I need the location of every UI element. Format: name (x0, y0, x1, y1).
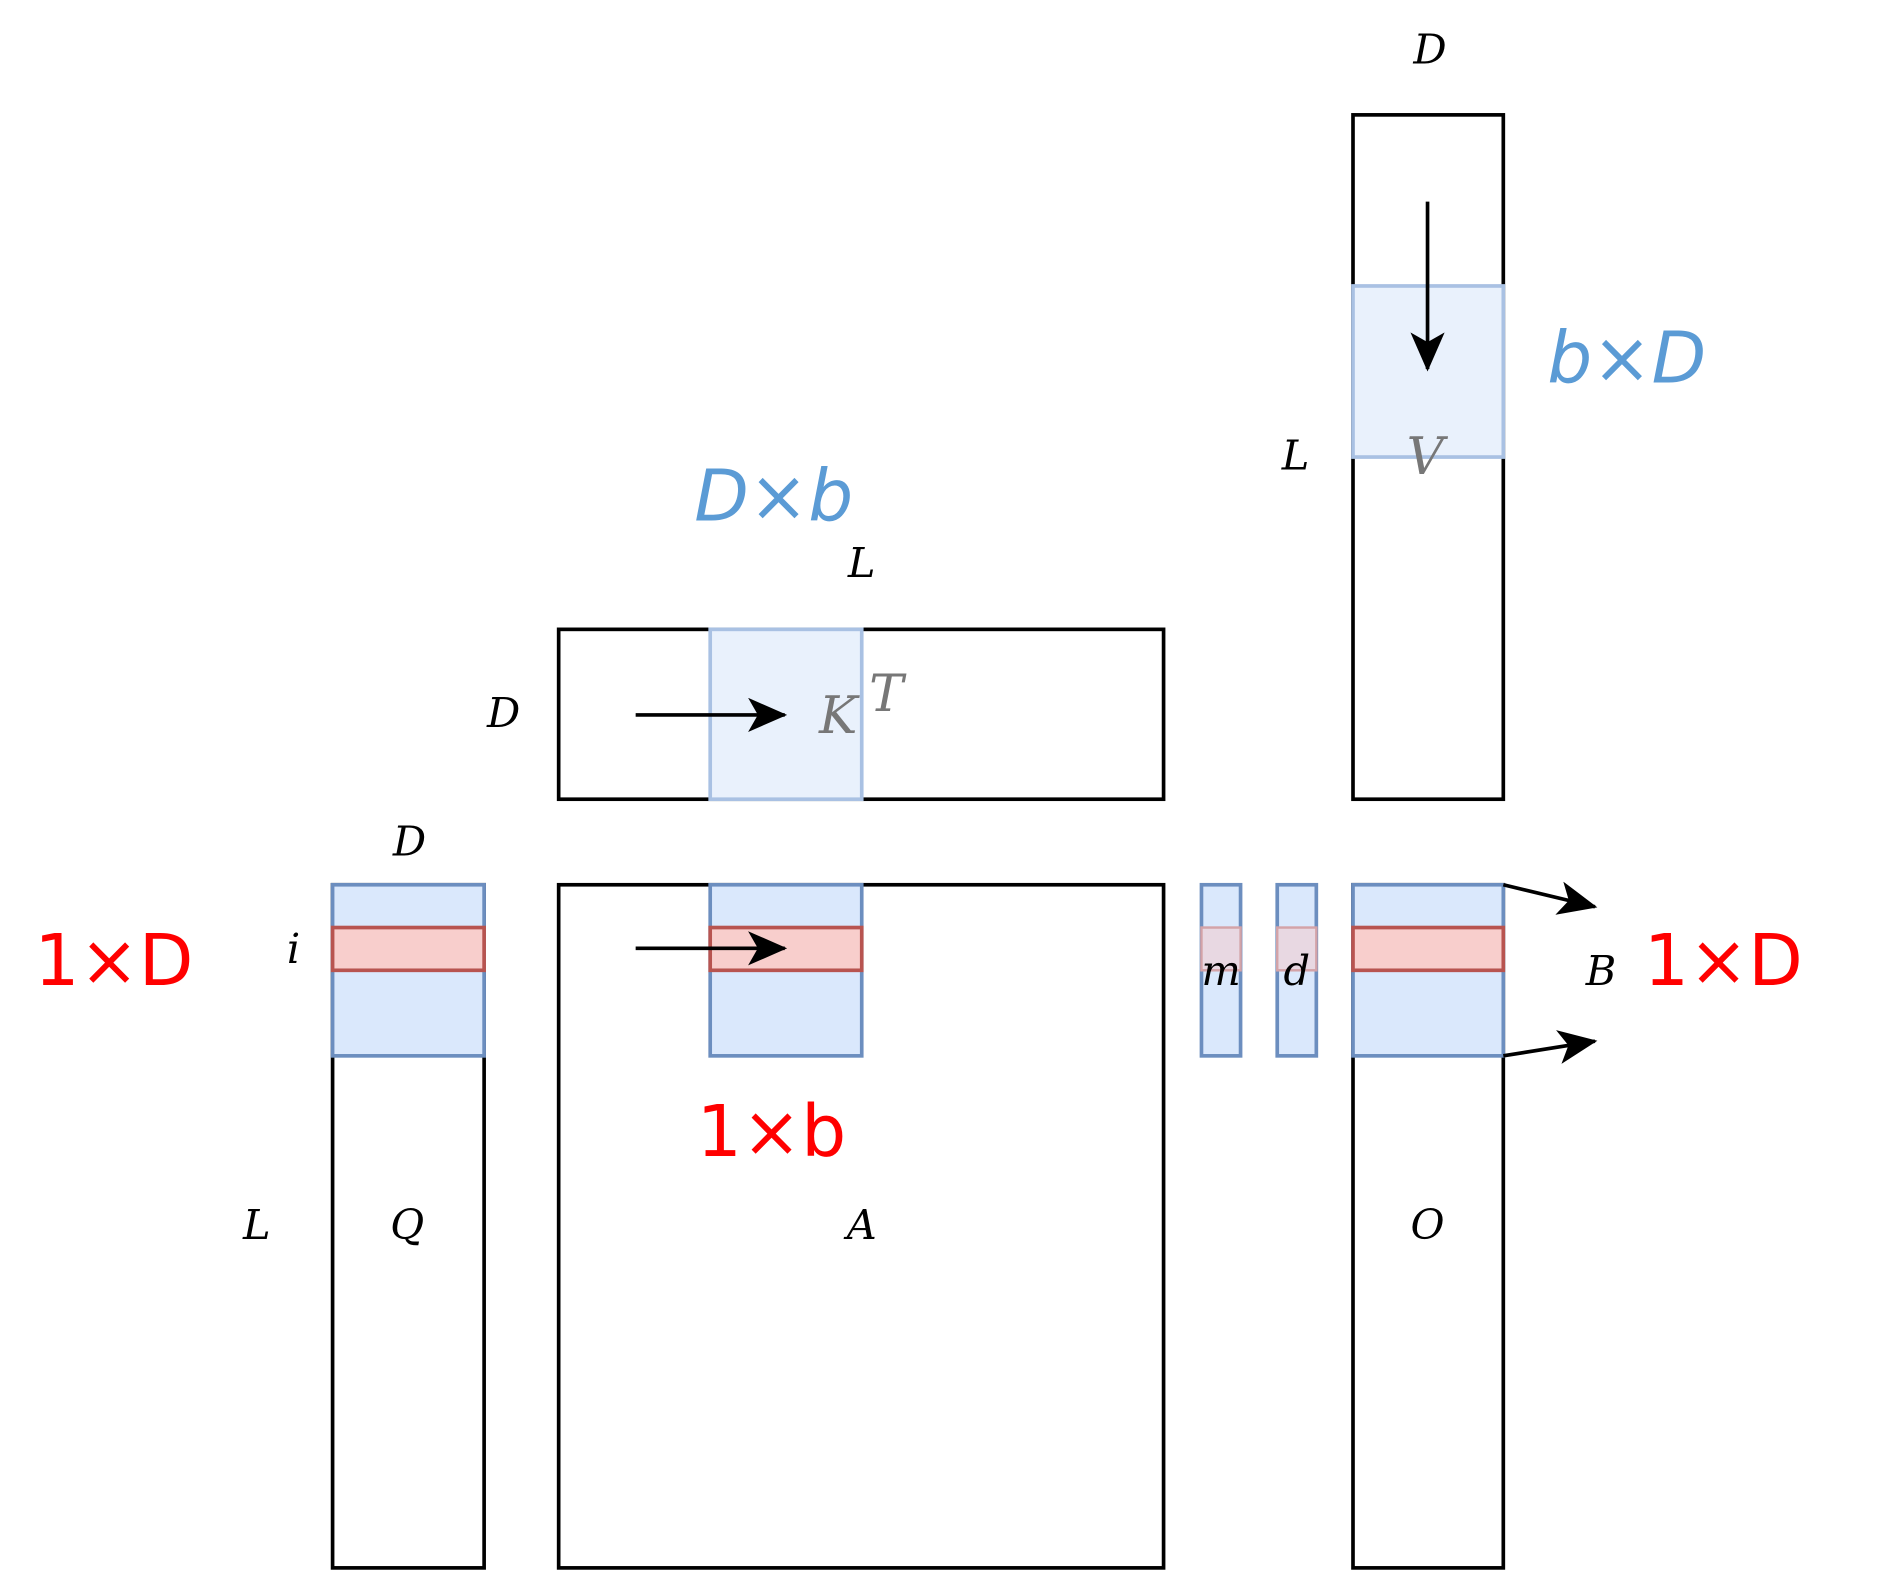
a-block-label: 1×b (697, 1090, 846, 1173)
vector-m: m (1199, 882, 1243, 1058)
o-row (1351, 925, 1506, 973)
q-row-label: i (287, 924, 300, 973)
kt-name: K (818, 686, 860, 746)
a-name: A (843, 1200, 877, 1249)
o-name: O (1411, 1200, 1445, 1249)
o-side-label: B (1585, 946, 1617, 995)
matrix-q: D i L Q 1×D (34, 816, 486, 1570)
kt-side-label: D (486, 688, 520, 737)
v-block-label: b×D (1547, 317, 1706, 400)
kt-top-label: L (847, 538, 876, 587)
v-top-label: D (1412, 25, 1446, 74)
q-block-label: 1×D (34, 919, 193, 1002)
m-name: m (1201, 946, 1240, 995)
q-name: Q (390, 1200, 424, 1249)
v-name: V (1407, 427, 1449, 487)
kt-block-label: D×b (694, 455, 853, 538)
d-name: d (1283, 946, 1310, 995)
vector-d: d (1275, 882, 1319, 1058)
q-row (330, 925, 486, 973)
q-top-label: D (392, 816, 426, 865)
o-arrow-top (1502, 881, 1598, 915)
o-block-label: 1×D (1644, 919, 1803, 1002)
v-side-label: L (1281, 430, 1310, 479)
q-side-label: L (242, 1200, 271, 1249)
matrix-v: D L V b×D (1281, 25, 1706, 802)
matrix-a: A 1×b (556, 882, 1166, 1570)
o-arrow-bottom (1503, 1030, 1598, 1064)
matrix-o: B O 1×D (1351, 881, 1803, 1570)
kt-superscript: T (869, 664, 907, 724)
matrix-kt: D L K T D×b (486, 455, 1166, 802)
